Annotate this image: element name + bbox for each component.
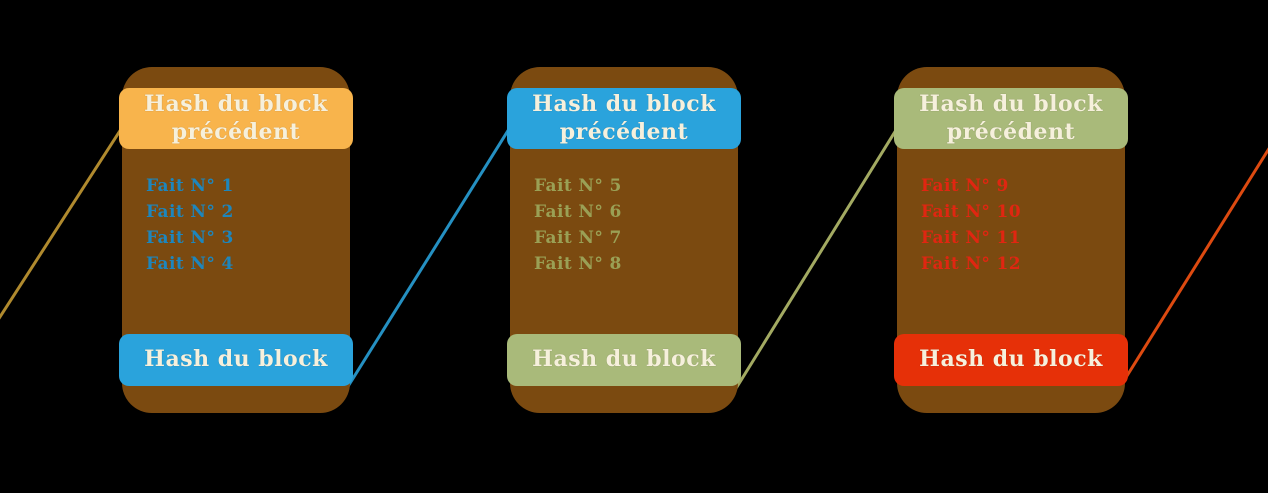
block-2-hash-footer: Hash du block [507, 334, 741, 386]
fact-item: Fait N° 11 [921, 228, 1021, 248]
chain-link-line-outgoing [1123, 147, 1268, 380]
fact-item: Fait N° 1 [146, 176, 234, 196]
fact-item: Fait N° 2 [146, 202, 234, 222]
chain-link-line-1-to-2 [345, 120, 516, 389]
fact-item: Fait N° 12 [921, 254, 1021, 274]
chain-link-line-2-to-3 [733, 121, 903, 391]
block-1-facts-list: Fait N° 1 Fait N° 2 Fait N° 3 Fait N° 4 [146, 173, 340, 277]
block-3-previous-hash-header: Hash du block précédent [894, 88, 1128, 149]
block-3-hash-footer: Hash du block [894, 334, 1128, 386]
block-1: Hash du block précédent Fait N° 1 Fait N… [119, 67, 353, 413]
fact-item: Fait N° 7 [534, 228, 622, 248]
block-3-facts-list: Fait N° 9 Fait N° 10 Fait N° 11 Fait N° … [921, 173, 1115, 277]
block-1-hash-footer: Hash du block [119, 334, 353, 386]
block-2-previous-hash-header: Hash du block précédent [507, 88, 741, 149]
fact-item: Fait N° 9 [921, 176, 1009, 196]
fact-item: Fait N° 4 [146, 254, 234, 274]
fact-item: Fait N° 3 [146, 228, 234, 248]
block-2: Hash du block précédent Fait N° 5 Fait N… [507, 67, 741, 413]
block-1-previous-hash-header: Hash du block précédent [119, 88, 353, 149]
chain-link-line-incoming [0, 122, 127, 320]
fact-item: Fait N° 10 [921, 202, 1021, 222]
fact-item: Fait N° 6 [534, 202, 622, 222]
fact-item: Fait N° 5 [534, 176, 622, 196]
block-2-facts-list: Fait N° 5 Fait N° 6 Fait N° 7 Fait N° 8 [534, 173, 728, 277]
fact-item: Fait N° 8 [534, 254, 622, 274]
block-3: Hash du block précédent Fait N° 9 Fait N… [894, 67, 1128, 413]
